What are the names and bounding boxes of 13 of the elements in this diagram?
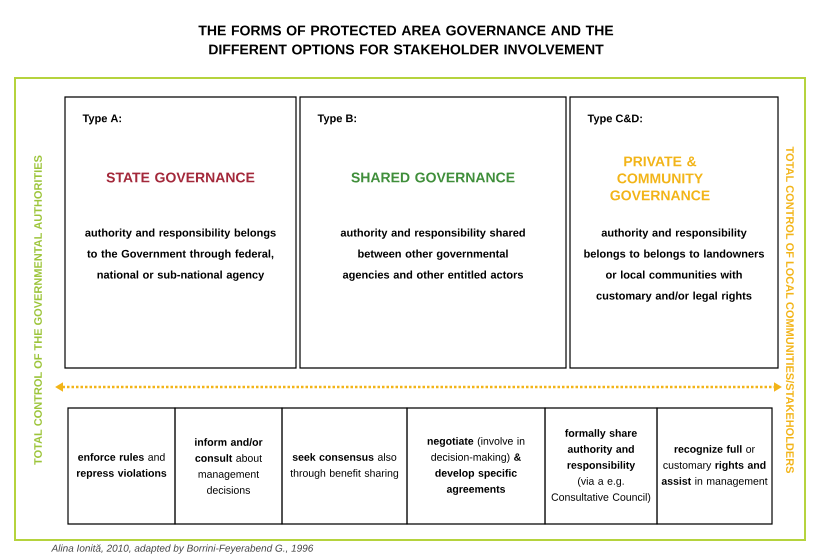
- side-label: TOTAL CONTROL OF LOCAL COMMUNITIES/STAKEHOLDERS: [786, 146, 794, 474]
- side-label: TOTAL CONTROL OF THE GOVERNMENTAL AUTHORITIES: [34, 156, 42, 465]
- option-box: enforce rules and repress violations: [67, 407, 176, 525]
- type-box: Type B: SHARED GOVERNANCE authority and responsibility shared between other governmental agencies and other entitled actors: [299, 96, 567, 369]
- type-box: Type A: STATE GOVERNANCE authority and responsibility belongs to the Government through federal, national or sub-national agency: [64, 96, 297, 369]
- title: THE FORMS OF PROTECTED AREA GOVERNANCE AND THE DIFFERENT OPTIONS FOR STAKEHOLDER INVOLVEMENT: [198, 26, 614, 54]
- option-box: seek consensus also through benefit sharing: [281, 407, 408, 525]
- option-box: negotiate (involve in decision-making) & develop specific agreements: [406, 407, 546, 525]
- type-box: Type C&D: PRIVATE & COMMUNITY GOVERNANCE authority and responsibility belongs to belongs to landowners or local communities with customary and/or legal rights: [569, 96, 779, 369]
- option-box: recognize full or customary rights and assist in management: [656, 407, 773, 525]
- option-box: inform and/or consult about management decisions: [174, 407, 283, 525]
- caption: Alina Ionită, 2010, adapted by Borrini-Feyerabend G., 1996: [51, 544, 314, 554]
- option-box: formally share authority and responsibility (via a e.g. Consultative Council): [544, 407, 658, 525]
